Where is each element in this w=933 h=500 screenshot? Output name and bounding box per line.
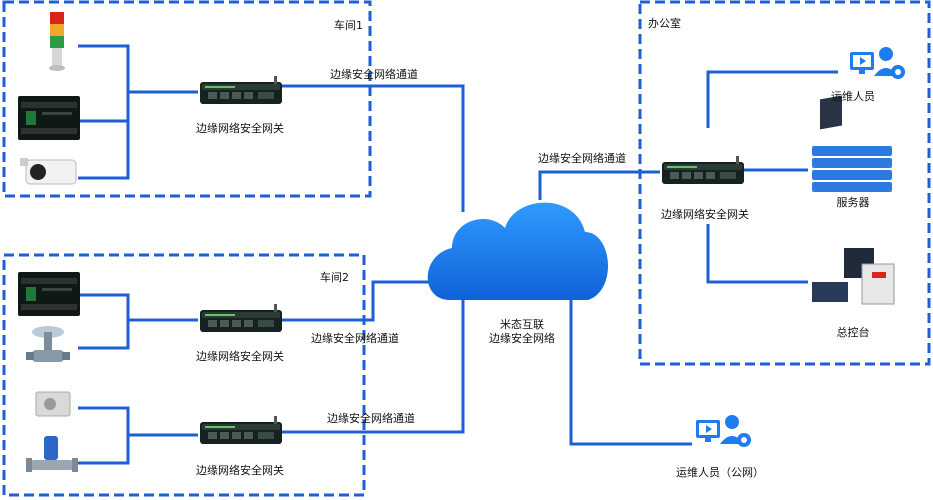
office-label: 办公室 xyxy=(648,17,681,30)
valve-icon xyxy=(26,326,70,362)
gateway3-label: 边缘网络安全网关 xyxy=(196,464,284,477)
flowmeter-icon xyxy=(26,436,78,472)
plc-icon xyxy=(18,96,80,140)
workshop1-boundary xyxy=(2,0,372,198)
plc-icon xyxy=(18,272,80,316)
ops-label: 运维人员 xyxy=(831,90,875,103)
workshop1-label: 车间1 xyxy=(334,19,363,32)
office-boundary xyxy=(638,0,931,366)
console-label: 总控台 xyxy=(836,326,870,339)
channel-office-label: 边缘安全网络通道 xyxy=(538,152,626,165)
channel2-label: 边缘安全网络通道 xyxy=(311,332,399,345)
ops-user-icon xyxy=(850,47,905,79)
gateway-icon xyxy=(200,416,282,444)
gateway-icon xyxy=(662,156,744,184)
channel1-label: 边缘安全网络通道 xyxy=(330,68,418,81)
gateway-office-label: 边缘网络安全网关 xyxy=(661,208,749,221)
gateway2-label: 边缘网络安全网关 xyxy=(196,350,284,363)
cloud-label-line1: 米态互联 xyxy=(500,318,544,331)
signal-tower-icon xyxy=(49,12,65,71)
sensor-icon xyxy=(35,391,71,417)
camera-icon xyxy=(20,158,77,185)
server-rack-icon xyxy=(812,146,892,192)
connection-lines xyxy=(78,44,838,465)
cloud-label-line2: 边缘安全网络 xyxy=(489,332,555,345)
gateway-icon xyxy=(200,304,282,332)
workshop2-label: 车间2 xyxy=(320,271,349,284)
public-ops-label: 运维人员（公网） xyxy=(676,466,764,479)
channel3-label: 边缘安全网络通道 xyxy=(327,412,415,425)
cloud-icon xyxy=(427,202,609,300)
gateway1-label: 边缘网络安全网关 xyxy=(196,122,284,135)
gateway-icon xyxy=(200,76,282,104)
workshop2-boundary xyxy=(2,253,366,497)
console-icon xyxy=(812,95,895,305)
servers-label: 服务器 xyxy=(836,196,870,209)
ops-user-icon xyxy=(696,415,751,447)
